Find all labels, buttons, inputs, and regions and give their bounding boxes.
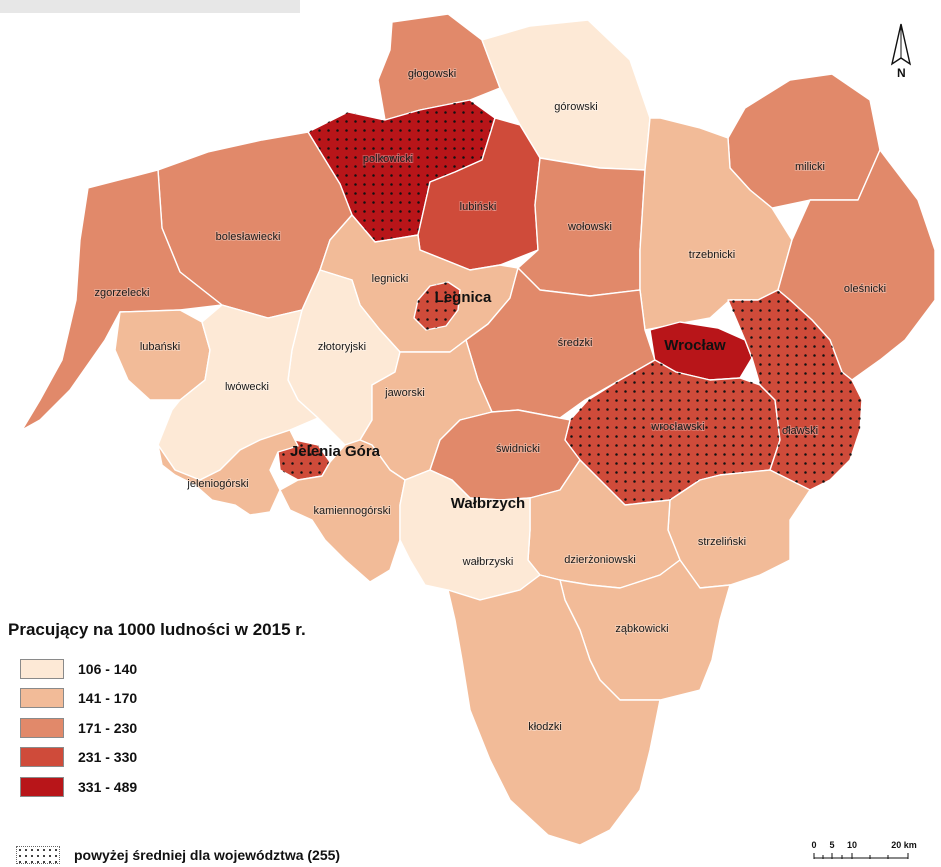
- region-label-lwowecki: lwówecki: [225, 381, 269, 393]
- legend-row-1: 106 - 140: [8, 654, 428, 684]
- region-label-gorowski: górowski: [554, 101, 597, 113]
- legend-label-2: 141 - 170: [78, 690, 138, 707]
- scale-label-10: 10: [847, 840, 857, 850]
- region-label-milicki: milicki: [795, 161, 825, 173]
- region-label-dzierzoniowski: dzierżoniowski: [564, 554, 636, 566]
- legend-row-4: 231 - 330: [8, 743, 428, 773]
- region-label-olawski: oławski: [782, 425, 818, 437]
- region-label-jeleniogorski: jeleniogórski: [186, 478, 248, 490]
- region-dots-legnica: [414, 282, 460, 330]
- region-label-jaworski: jaworski: [384, 387, 425, 399]
- region-label-walbrzyski: wałbrzyski: [462, 556, 514, 568]
- region-label-lubanski: lubański: [140, 341, 180, 353]
- region-sredzki: [465, 267, 656, 419]
- legend-swatch-5: [20, 776, 64, 797]
- region-zgorzelecki: [21, 169, 223, 431]
- legend-swatch-2: [20, 688, 64, 709]
- legend-label-5: 331 - 489: [78, 778, 138, 795]
- legend: Pracujący na 1000 ludności w 2015 r. 106…: [8, 620, 428, 802]
- region-label-jelenia-gora: Jelenia Góra: [290, 443, 381, 460]
- legend-title: Pracujący na 1000 ludności w 2015 r.: [8, 620, 306, 639]
- region-label-wroclaw: Wrocław: [664, 337, 726, 354]
- legend-dots-swatch: [16, 846, 60, 864]
- legend-label-3: 171 - 230: [78, 719, 138, 736]
- scale-label-20: 20 km: [891, 840, 917, 850]
- scale-bar: 0 5 10 20 km: [811, 840, 917, 859]
- region-dots-jelenia-gora: [278, 440, 330, 480]
- legend-label-1: 106 - 140: [78, 660, 138, 677]
- legend-row-2: 141 - 170: [8, 684, 428, 714]
- region-dots-wroclawski: [565, 360, 780, 505]
- top-bar: [0, 0, 300, 13]
- region-glogowski: [377, 13, 501, 121]
- region-label-kamiennogorski: kamiennogórski: [313, 505, 390, 517]
- region-dots-olawski: [728, 290, 862, 490]
- region-label-walbrzych: Wałbrzych: [451, 495, 525, 512]
- region-dots-polkowicki: [308, 100, 495, 242]
- region-strzelinski: [667, 469, 811, 589]
- region-label-zlotoryjski: złotoryjski: [318, 341, 366, 353]
- region-label-boleslawiecki: bolesławiecki: [216, 231, 281, 243]
- region-label-polkowicki: polkowicki: [363, 153, 413, 165]
- region-label-klodzki: kłodzki: [528, 721, 562, 733]
- legend-swatch-4: [20, 747, 64, 768]
- region-label-zgorzelecki: zgorzelecki: [94, 287, 149, 299]
- scale-label-0: 0: [811, 840, 816, 850]
- legend-dots-row: powyżej średniej dla województwa (255): [16, 846, 340, 864]
- legend-swatch-3: [20, 717, 64, 738]
- region-label-wolowski: wołowski: [567, 221, 612, 233]
- region-label-sredzki: średzki: [558, 337, 593, 349]
- region-label-swidnicki: świdnicki: [496, 443, 540, 455]
- region-label-legnicki: legnicki: [372, 273, 409, 285]
- legend-swatch-1: [20, 658, 64, 679]
- legend-row-5: 331 - 489: [8, 772, 428, 802]
- scale-label-5: 5: [829, 840, 834, 850]
- north-arrow-icon: [890, 23, 912, 66]
- region-klodzki: [447, 574, 661, 846]
- legend-label-4: 231 - 330: [78, 749, 138, 766]
- region-label-strzelinski: strzeliński: [698, 536, 746, 548]
- region-jeleniogorski: [157, 429, 299, 516]
- region-label-wroclawski: wrocławski: [650, 421, 704, 433]
- north-label: N: [897, 66, 906, 80]
- region-label-lubinski: lubiński: [460, 201, 497, 213]
- region-label-trzebnicki: trzebnicki: [689, 249, 735, 261]
- region-lubanski: [114, 309, 211, 401]
- region-label-legnica: Legnica: [435, 289, 492, 306]
- region-milicki: [727, 73, 881, 209]
- region-label-glogowski: głogowski: [408, 68, 456, 80]
- region-label-olesnicki: oleśnicki: [844, 283, 886, 295]
- region-label-zabkowicki: ząbkowicki: [615, 623, 668, 635]
- legend-dots-label: powyżej średniej dla województwa (255): [74, 847, 341, 863]
- legend-row-3: 171 - 230: [8, 713, 428, 743]
